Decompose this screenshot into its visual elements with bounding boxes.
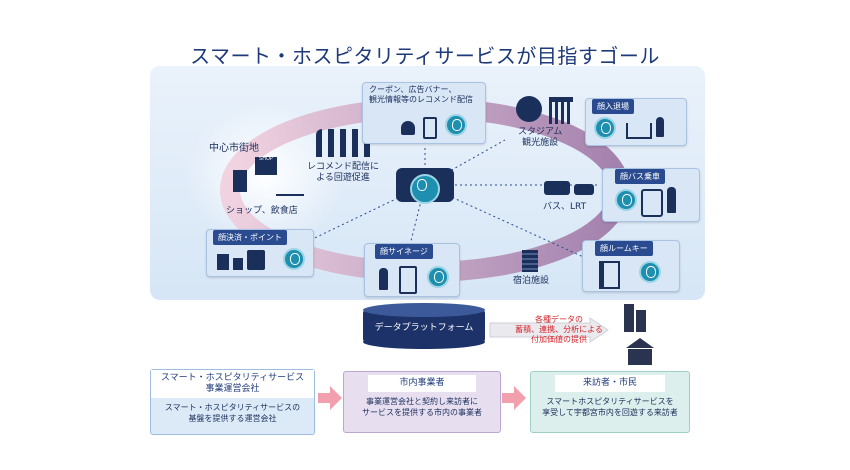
roomkey-card: 顔ルームキー — [582, 240, 680, 292]
smartphone-icon — [423, 117, 437, 139]
visitor-box-desc: スマートホスピタリティサービスを 享受して宇都宮市内を回遊する来訪者 — [542, 397, 678, 417]
payment-card: 顔決済・ポイント — [206, 229, 314, 277]
shops-caption: ショップ、飲食店 — [226, 206, 298, 216]
shop-sign: SHOP — [259, 156, 273, 162]
gate-icon — [626, 123, 652, 139]
shopping-bag-icon-2 — [233, 258, 243, 270]
entry-card: 顔入退場 — [585, 98, 687, 146]
city-center-label: 中心市街地 — [209, 143, 259, 154]
value-arrow — [489, 317, 609, 343]
face-auth-icon — [594, 117, 616, 139]
platform-label: データプラットフォーム — [374, 323, 474, 333]
visitor-box-title: 来訪者・市民 — [555, 375, 665, 392]
page-title: スマート・ホスピタリティサービスが目指すゴール — [190, 44, 660, 68]
passenger-icon — [667, 187, 676, 213]
bus-card: 顔バス乗車 — [602, 168, 700, 222]
bank-icon-roof — [626, 338, 654, 348]
coupon-card: クーポン、広告バナー、 観光情報等のレコメンド配信 — [362, 82, 486, 144]
face-auth-icon — [445, 114, 467, 136]
flow-arrow-2 — [502, 386, 526, 410]
person-icon — [401, 121, 415, 135]
face-auth-icon — [615, 189, 637, 211]
building-icon — [624, 304, 634, 332]
shop-icon — [255, 157, 277, 175]
shopping-bag-icon — [217, 254, 229, 270]
museum-icon — [549, 97, 573, 124]
payment-card-label: 顔決済・ポイント — [213, 230, 287, 245]
signage-card-label: 顔サイネージ — [375, 244, 433, 259]
visitor-box: 来訪者・市民 スマートホスピタリティサービスを 享受して宇都宮市内を回遊する来訪… — [530, 371, 690, 433]
coupon-card-label: クーポン、広告バナー、 観光情報等のレコメンド配信 — [369, 85, 473, 104]
local-business-box-title: 市内事業者 — [368, 375, 476, 392]
bus-icon — [544, 181, 570, 195]
local-business-box: 市内事業者 事業運営会社と契約し来訪者に サービスを提供する市内の事業者 — [343, 371, 501, 433]
face-terminal-face-icon — [410, 174, 440, 204]
operator-box: スマート・ホスピタリティサービス 事業運営会社 スマート・ホスピタリティサービス… — [150, 369, 315, 435]
hotel-icon — [522, 250, 538, 272]
stadium-icon — [516, 96, 542, 122]
pos-register-icon — [247, 250, 265, 270]
traveler-icon — [379, 268, 388, 290]
door-icon — [599, 261, 620, 289]
flow-arrow-1 — [318, 386, 342, 410]
signage-display-icon — [399, 266, 417, 294]
bus-front-icon — [641, 189, 663, 217]
office-building-icon — [233, 170, 247, 192]
face-auth-icon — [427, 266, 449, 288]
restaurant-table-icon — [276, 182, 304, 196]
platform-cylinder-body — [363, 310, 485, 342]
value-text: 各種データの 蓄積、連携、分析による 付加価値の提供 — [515, 315, 603, 344]
face-auth-icon — [639, 261, 661, 283]
platform-cylinder-top — [363, 303, 485, 317]
face-auth-icon — [283, 248, 305, 270]
walking-person-icon — [656, 117, 664, 137]
operator-box-desc: スマート・ホスピタリティサービスの 基盤を提供する運営会社 — [164, 403, 301, 423]
bank-icon — [628, 349, 652, 365]
entry-card-label: 顔入退場 — [592, 99, 634, 114]
tram-icon — [574, 184, 594, 195]
signage-card: 顔サイネージ — [364, 243, 460, 297]
bus-caption: バス、LRT — [543, 202, 587, 212]
local-business-box-desc: 事業運営会社と契約し来訪者に サービスを提供する市内の事業者 — [362, 397, 482, 417]
stadium-caption: スタジアム 観光施設 — [518, 127, 563, 148]
bus-card-label: 顔バス乗車 — [615, 169, 665, 184]
hotel-caption: 宿泊施設 — [513, 276, 550, 286]
building-icon-2 — [636, 310, 646, 332]
recommend-caption: レコメンド配信に よる回遊促進 — [307, 162, 380, 183]
city-center-glow — [185, 103, 345, 247]
platform-cylinder-bottom — [363, 335, 485, 349]
operator-box-title: スマート・ホスピタリティサービス 事業運営会社 — [151, 370, 314, 398]
roomkey-card-label: 顔ルームキー — [595, 241, 653, 256]
